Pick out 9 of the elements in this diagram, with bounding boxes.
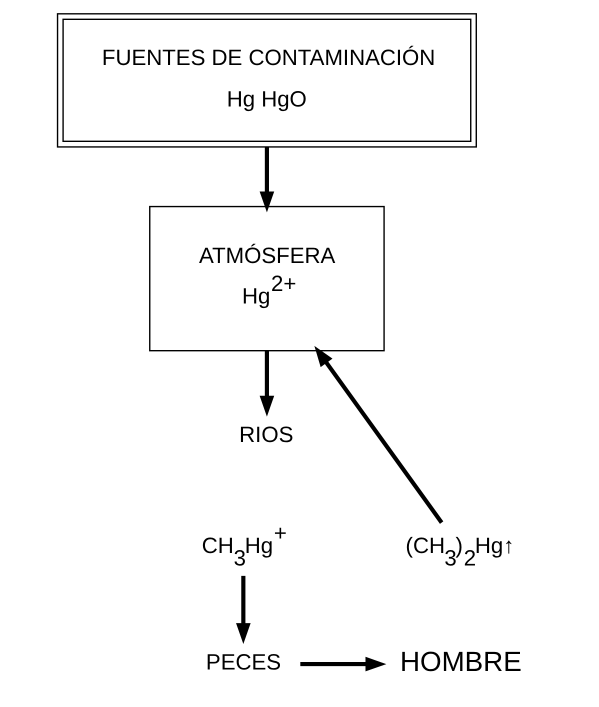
arrow: [300, 656, 386, 672]
arrow: [236, 576, 251, 644]
node-text: HOMBRE: [400, 646, 522, 678]
arrow: [260, 147, 274, 212]
node-box: FUENTES DE CONTAMINACIÓN Hg HgO: [56, 13, 477, 148]
node-text: RIOS: [239, 422, 294, 447]
arrow: [260, 350, 274, 417]
node-text: PECES: [206, 649, 282, 674]
arrow: [314, 346, 444, 524]
